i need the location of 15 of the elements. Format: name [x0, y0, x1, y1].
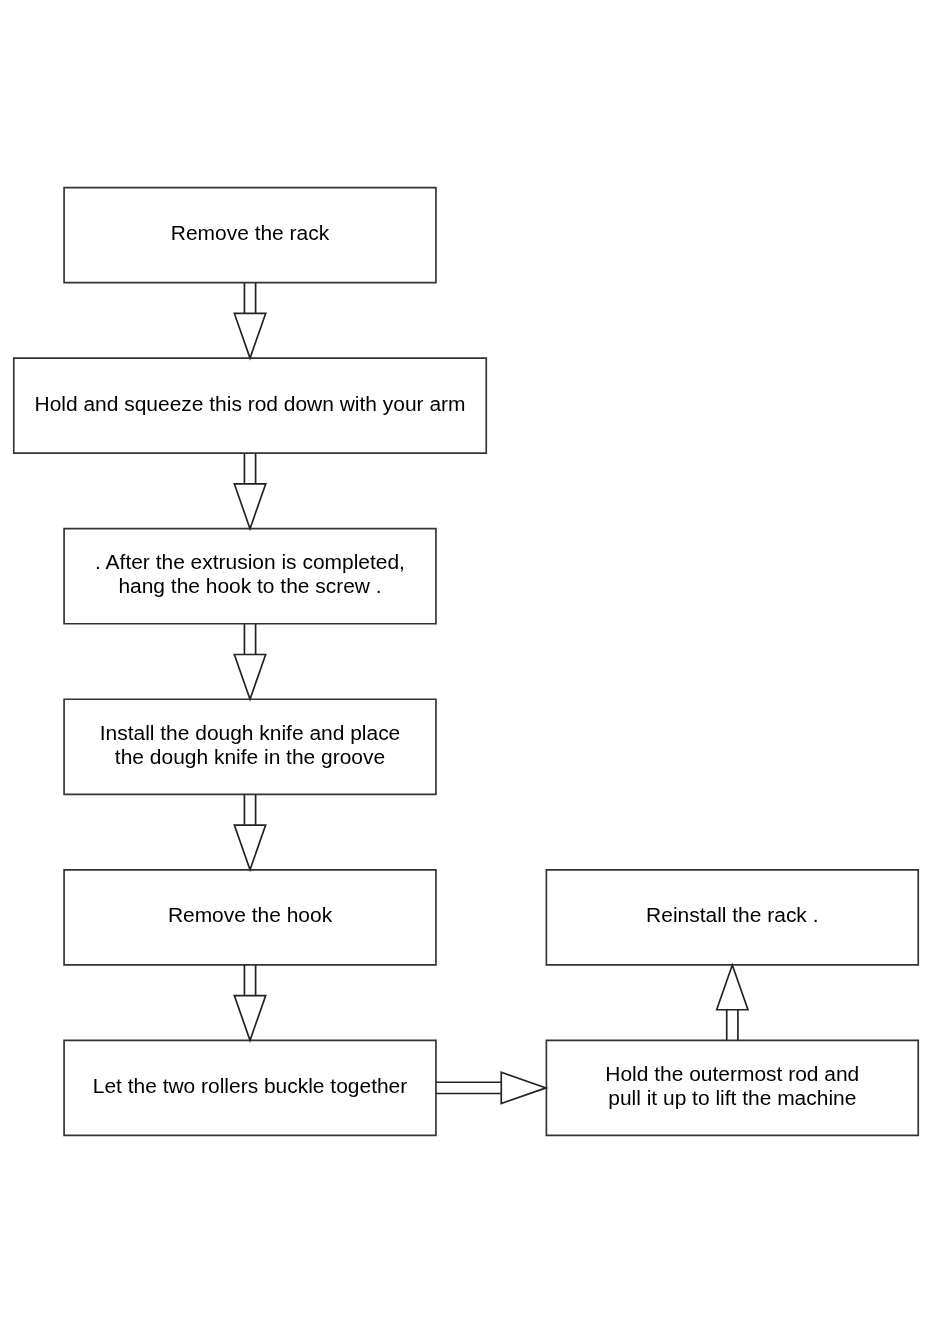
- node-box: Hold and squeeze this rod down with your arm: [12, 357, 488, 455]
- arrow: [435, 1071, 549, 1105]
- arrow: [233, 623, 267, 702]
- node-box: Remove the rack: [63, 186, 437, 284]
- arrow: [715, 962, 750, 1042]
- node-box: Install the dough knife and place the dough knife in the groove: [63, 698, 437, 796]
- node-box: Hold the outermost rod and pull it up to lift the machine: [545, 1039, 920, 1137]
- arrow: [233, 964, 267, 1043]
- node-box: . After the extrusion is completed, hang the hook to the screw .: [63, 527, 437, 625]
- node-box: Let the two rollers buckle together: [63, 1039, 437, 1137]
- arrow: [233, 452, 267, 532]
- arrow: [233, 793, 267, 873]
- node-box: Reinstall the rack .: [545, 868, 920, 966]
- node-box: Remove the hook: [63, 868, 437, 966]
- arrow: [233, 281, 267, 361]
